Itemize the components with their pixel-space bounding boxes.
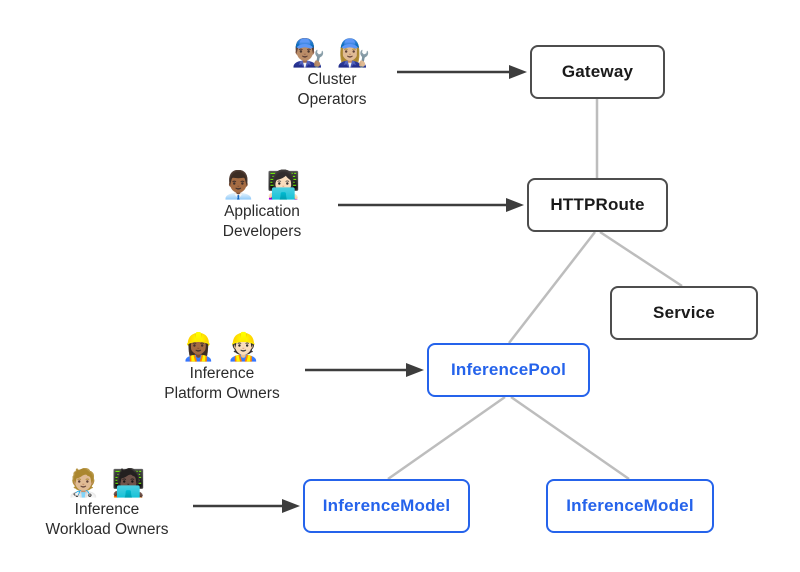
edge-inferencepool-inferencemodel-left xyxy=(387,395,506,481)
cluster-operators-label-line2: Operators xyxy=(297,91,367,108)
inference-platform-owners-label-line1: Inference xyxy=(189,365,255,382)
node-inferencepool: InferencePool xyxy=(427,343,590,397)
arrow-inference-platform-owners-inferencepool xyxy=(305,363,424,377)
node-inferencepool-label: InferencePool xyxy=(450,360,567,379)
persona-application-developers: 👨🏾‍💼 👩🏻‍💻 Application Developers xyxy=(172,168,352,242)
inference-workload-owners-icon: 🧑🏼‍⚕️ 🧑🏿‍💻 xyxy=(66,468,148,498)
node-inferencemodel-right-label: InferenceModel xyxy=(566,496,694,515)
application-developers-label-line2: Developers xyxy=(222,223,302,240)
node-inferencemodel-left: InferenceModel xyxy=(303,479,470,533)
inference-workload-owners-label-line2: Workload Owners xyxy=(45,521,169,538)
edge-inferencepool-inferencemodel-right xyxy=(510,395,630,481)
node-service: Service xyxy=(610,286,758,340)
persona-inference-workload-owners: 🧑🏼‍⚕️ 🧑🏿‍💻 Inference Workload Owners xyxy=(7,466,207,540)
application-developers-label-line1: Application xyxy=(224,203,300,220)
cluster-operators-icon: 👨🏽‍🔧 👩🏼‍🔧 xyxy=(291,38,373,68)
application-developers-icon: 👨🏾‍💼 👩🏻‍💻 xyxy=(221,170,303,200)
persona-inference-platform-owners: 👷🏾‍♀️ 👷🏻 Inference Platform Owners xyxy=(122,330,322,404)
inference-platform-owners-label-line2: Platform Owners xyxy=(164,385,280,402)
edge-httproute-service xyxy=(599,230,683,288)
arrow-application-developers-httproute xyxy=(338,198,524,212)
node-gateway: Gateway xyxy=(530,45,665,99)
node-service-label: Service xyxy=(653,303,715,322)
node-inferencemodel-right: InferenceModel xyxy=(546,479,714,533)
inference-platform-owners-icon: 👷🏾‍♀️ 👷🏻 xyxy=(181,332,263,362)
arrow-inference-workload-owners-inferencemodel xyxy=(193,499,300,513)
node-gateway-label: Gateway xyxy=(561,62,634,81)
node-httproute: HTTPRoute xyxy=(527,178,668,232)
node-inferencemodel-left-label: InferenceModel xyxy=(322,496,451,515)
node-httproute-label: HTTPRoute xyxy=(550,195,645,214)
edge-httproute-inferencepool xyxy=(508,231,596,344)
persona-cluster-operators: 👨🏽‍🔧 👩🏼‍🔧 Cluster Operators xyxy=(242,36,422,110)
arrow-cluster-operators-gateway xyxy=(397,65,527,79)
inference-workload-owners-label-line1: Inference xyxy=(74,501,140,518)
cluster-operators-label-line1: Cluster xyxy=(307,71,357,88)
